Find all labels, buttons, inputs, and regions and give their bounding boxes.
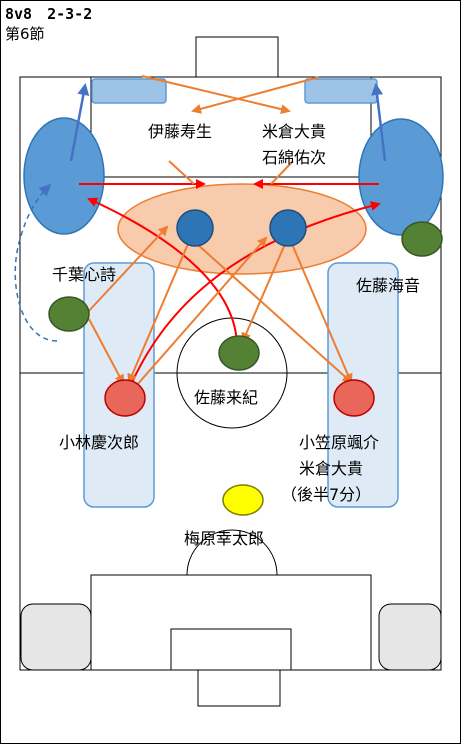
opponent-player-left: [176, 209, 214, 247]
arrow-cross-2: [191, 76, 320, 114]
arrow-orange-top-right: [270, 160, 294, 185]
arrow-orange-right-center: [241, 243, 286, 343]
arrow-red-curve-right: [126, 201, 381, 395]
player-sato-raiki-marker: [218, 335, 260, 371]
arrow-orange-mid-right: [196, 243, 353, 384]
player-sato-kaito-marker: [401, 221, 443, 257]
label-yonekura-top: 米倉大貴: [262, 122, 327, 141]
opponent-top-right-block: [304, 78, 378, 104]
arrow-orange-top-left: [168, 160, 195, 185]
label-ito: 伊藤寿生: [148, 122, 213, 141]
arrow-red-curve-left: [87, 197, 238, 348]
corner-block-left: [20, 603, 92, 671]
goalkeeper-umehara-marker: [222, 484, 264, 516]
label-kobayashi: 小林慶次郎: [59, 433, 140, 452]
bottom-penalty-arc: [186, 529, 278, 576]
arrow-cross-1: [141, 75, 291, 115]
bottom-penalty-area: [90, 574, 372, 671]
opponent-player-right: [269, 209, 307, 247]
bottom-goal: [197, 669, 281, 707]
label-umehara: 梅原幸太郎: [184, 529, 265, 548]
opponent-top-left-block: [91, 78, 167, 104]
player-chiba-marker: [48, 296, 90, 332]
arrow-orange-left-up: [128, 236, 268, 395]
arrow-blue-dashed: [14, 183, 58, 342]
arrow-orange-chiba: [85, 225, 169, 315]
arrow-orange-chiba-down: [88, 318, 124, 385]
opponent-right-zone: [358, 118, 444, 236]
top-goal: [195, 36, 279, 78]
top-penalty-area: [90, 76, 372, 178]
label-sub-note: （後半7分）: [281, 485, 372, 504]
bottom-goal-area: [170, 628, 292, 671]
arrow-orange-right-down: [291, 243, 353, 384]
label-sato-kaito: 佐藤海音: [356, 276, 421, 295]
arrow-blue-right: [371, 83, 387, 162]
pressing-zone: [117, 183, 367, 275]
corner-block-right: [378, 603, 442, 671]
label-ishiwata: 石綿佑次: [262, 148, 327, 167]
label-sato-raiki: 佐藤来紀: [194, 388, 259, 407]
opponent-left-zone: [23, 117, 105, 235]
label-ogasawara: 小笠原颯介: [299, 433, 380, 452]
label-yonekura-sub: 米倉大貴: [299, 459, 364, 478]
player-kobayashi-marker: [104, 379, 146, 417]
player-ogasawara-marker: [333, 379, 375, 417]
diagram-subtitle: 第6節: [5, 25, 45, 43]
diagram-title: 8v8 2-3-2: [5, 5, 93, 23]
arrow-orange-mid-left: [127, 243, 189, 384]
label-chiba: 千葉心詩: [52, 265, 117, 284]
arrow-blue-left: [69, 83, 90, 162]
